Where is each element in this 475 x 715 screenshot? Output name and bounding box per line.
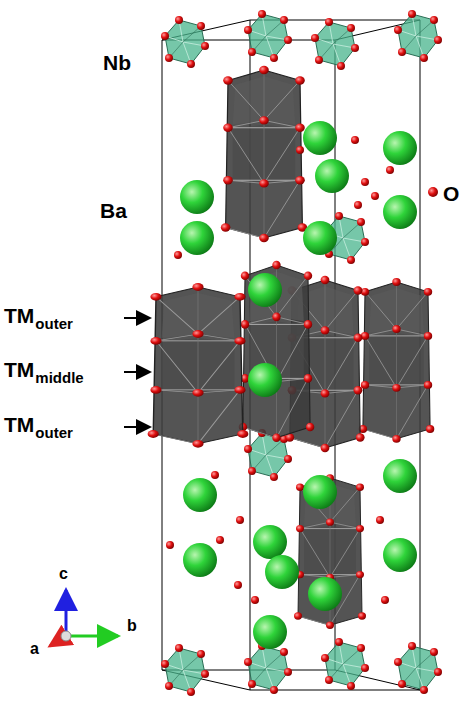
axis-label: b (127, 618, 137, 634)
site-subscript: outer (35, 425, 73, 440)
atom-label: Ba (100, 200, 127, 221)
atom-label: Nb (103, 52, 131, 73)
site-label: TM (4, 359, 34, 380)
axis-label: c (59, 566, 68, 582)
axis-label: a (30, 641, 39, 657)
tm-trimers (148, 66, 435, 629)
ba-atoms (180, 121, 417, 649)
tm-pointers (124, 318, 150, 427)
oxygen-key-dot (428, 187, 438, 197)
axes (50, 590, 118, 646)
oxygen-atoms (166, 136, 394, 604)
site-subscript: middle (35, 370, 83, 385)
site-subscript: outer (35, 316, 73, 331)
site-label: TM (4, 414, 34, 435)
atom-label: O (443, 183, 459, 204)
site-label: TM (4, 305, 34, 326)
